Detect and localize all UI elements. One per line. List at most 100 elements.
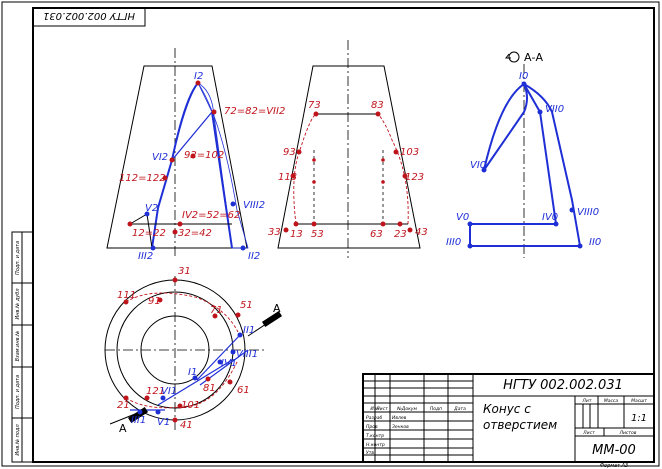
section-label-vi: VI0 bbox=[470, 160, 486, 171]
tb-hdr-lit: Лит bbox=[582, 398, 592, 404]
plan-label-I: I1 bbox=[188, 367, 197, 378]
tb-hdr-izm: Изм bbox=[370, 406, 380, 412]
side-label-10: 103 bbox=[400, 147, 419, 158]
side-label-1: 13 bbox=[290, 229, 303, 240]
plan-label-IV: IV1 bbox=[221, 358, 237, 369]
tb-name-2: Зенков bbox=[392, 424, 409, 430]
plan-label-III: III1 bbox=[131, 415, 146, 426]
front-point-VI bbox=[169, 157, 175, 163]
section-label-v: V0 bbox=[456, 212, 469, 223]
top-stamp-text: НГТУ 002.002.031 bbox=[43, 10, 135, 21]
front-hole-edge bbox=[211, 111, 233, 249]
tb-hdr-sign: Подп bbox=[430, 406, 442, 412]
section-label-ii: II0 bbox=[589, 237, 601, 248]
plan-inner-circle bbox=[140, 315, 210, 385]
section-left-lobe bbox=[483, 82, 528, 171]
side-label-2: 23 bbox=[394, 229, 407, 240]
plan-cut-label-bottom: А bbox=[119, 422, 127, 435]
side-cone-outline bbox=[277, 65, 421, 249]
plan-label-VIII: VIII1 bbox=[236, 349, 258, 360]
front-label-viii: VIII2 bbox=[243, 200, 265, 211]
tb-hdr-doc: №Докум bbox=[396, 406, 417, 412]
plan-label-II: II1 bbox=[243, 325, 255, 336]
front-label-ix: 92=102 bbox=[184, 150, 224, 161]
plan-point-2 bbox=[123, 395, 129, 401]
front-view: I2 72=82=VII2 VI2 92=102 112=122 VIII2 V… bbox=[106, 48, 285, 262]
front-label-v: V2 bbox=[145, 203, 158, 214]
front-point-1 bbox=[127, 221, 133, 227]
plan-label-3: 31 bbox=[178, 266, 191, 277]
side-point-10 bbox=[393, 149, 399, 155]
plan-label-9: 91 bbox=[148, 296, 161, 307]
front-point-9 bbox=[190, 153, 196, 159]
plan-cut-marker-top bbox=[261, 311, 283, 327]
plan-label-5: 51 bbox=[240, 300, 253, 311]
plan-point-IV bbox=[217, 359, 223, 365]
plan-point-11 bbox=[123, 299, 129, 305]
side-label-2: Инв.№ дубл bbox=[15, 288, 21, 320]
plan-point-3 bbox=[172, 277, 178, 283]
plan-hole-arc-top bbox=[125, 292, 239, 333]
side-view: 73 83 93 103 113 123 33 13 53 63 23 43 bbox=[268, 40, 428, 258]
front-hole-cut bbox=[171, 111, 213, 161]
tb-hdr-date: Дата bbox=[453, 406, 466, 412]
plan-view: А А 31 111 91 71 51 II1 VIII1 IV1 I1 81 … bbox=[104, 266, 283, 435]
plan-point-9 bbox=[157, 297, 163, 303]
side-label-12: 123 bbox=[405, 172, 424, 183]
plan-label-4: 41 bbox=[180, 420, 193, 431]
plan-label-V: V1 bbox=[157, 417, 170, 428]
section-label-vii: VII0 bbox=[545, 104, 564, 115]
front-label-ii: II2 bbox=[248, 251, 260, 262]
side-point-7 bbox=[313, 111, 319, 117]
side-point-5 bbox=[311, 221, 317, 227]
plan-label-6: 61 bbox=[237, 385, 250, 396]
section-point-IV bbox=[553, 221, 559, 227]
side-point-a bbox=[312, 158, 316, 162]
tb-name-line1: Конус с bbox=[483, 402, 531, 416]
section-point-V bbox=[467, 221, 473, 227]
section-label-iii: III0 bbox=[446, 237, 461, 248]
section-point-I bbox=[521, 81, 527, 87]
plan-label-12: 121 bbox=[146, 386, 165, 397]
side-column: Подп. и дата Инв.№ дубл Взам.инв.№ Подп.… bbox=[11, 231, 34, 463]
side-label-6: 63 bbox=[370, 229, 383, 240]
plan-point-5 bbox=[235, 312, 241, 318]
side-label-7: 73 bbox=[308, 100, 321, 111]
tb-role-5: Утв bbox=[366, 450, 374, 456]
side-point-11 bbox=[290, 173, 296, 179]
section-point-III bbox=[467, 243, 473, 249]
plan-label-7: 71 bbox=[210, 305, 223, 316]
plan-cut-marker-bottom bbox=[127, 407, 149, 423]
front-label-top: I2 bbox=[194, 71, 203, 82]
plan-label-10: 101 bbox=[181, 400, 200, 411]
tb-hdr-scale: Масшт bbox=[631, 398, 647, 404]
side-label-4: 43 bbox=[415, 227, 428, 238]
tb-name-line2: отверстием bbox=[483, 418, 557, 432]
tb-name-1: Ивлев bbox=[392, 415, 407, 421]
section-label-iv: IV0 bbox=[542, 212, 558, 223]
front-label-b1: 12=22 bbox=[132, 228, 166, 239]
side-point-b bbox=[381, 158, 385, 162]
plan-point-VIII bbox=[230, 349, 236, 355]
plan-point-8 bbox=[205, 376, 211, 382]
front-label-eq1: 72=82=VII2 bbox=[224, 106, 285, 117]
section-point-VI bbox=[481, 167, 487, 173]
front-label-iv: IV2=52=62 bbox=[182, 210, 240, 221]
top-stamp-box bbox=[32, 7, 146, 27]
front-hatch-right bbox=[197, 82, 249, 249]
plan-point-I bbox=[192, 375, 198, 381]
side-label-1: Подп. и дата bbox=[15, 241, 21, 275]
side-point-12 bbox=[402, 173, 408, 179]
tb-role-3: Т.контр bbox=[366, 433, 384, 439]
tb-role-1: Разраб bbox=[366, 415, 382, 421]
plan-hole-arc-bottom bbox=[125, 359, 239, 409]
section-label: А-А bbox=[524, 51, 543, 64]
inner-frame bbox=[32, 7, 655, 463]
plan-label-VI: VI1 bbox=[161, 386, 177, 397]
plan-point-7 bbox=[212, 313, 218, 319]
front-point-VIII bbox=[230, 201, 236, 207]
front-point-7 bbox=[211, 109, 217, 115]
plan-cut-label-top: А bbox=[273, 302, 281, 315]
tb-hdr-sheet: Лист bbox=[582, 430, 595, 436]
